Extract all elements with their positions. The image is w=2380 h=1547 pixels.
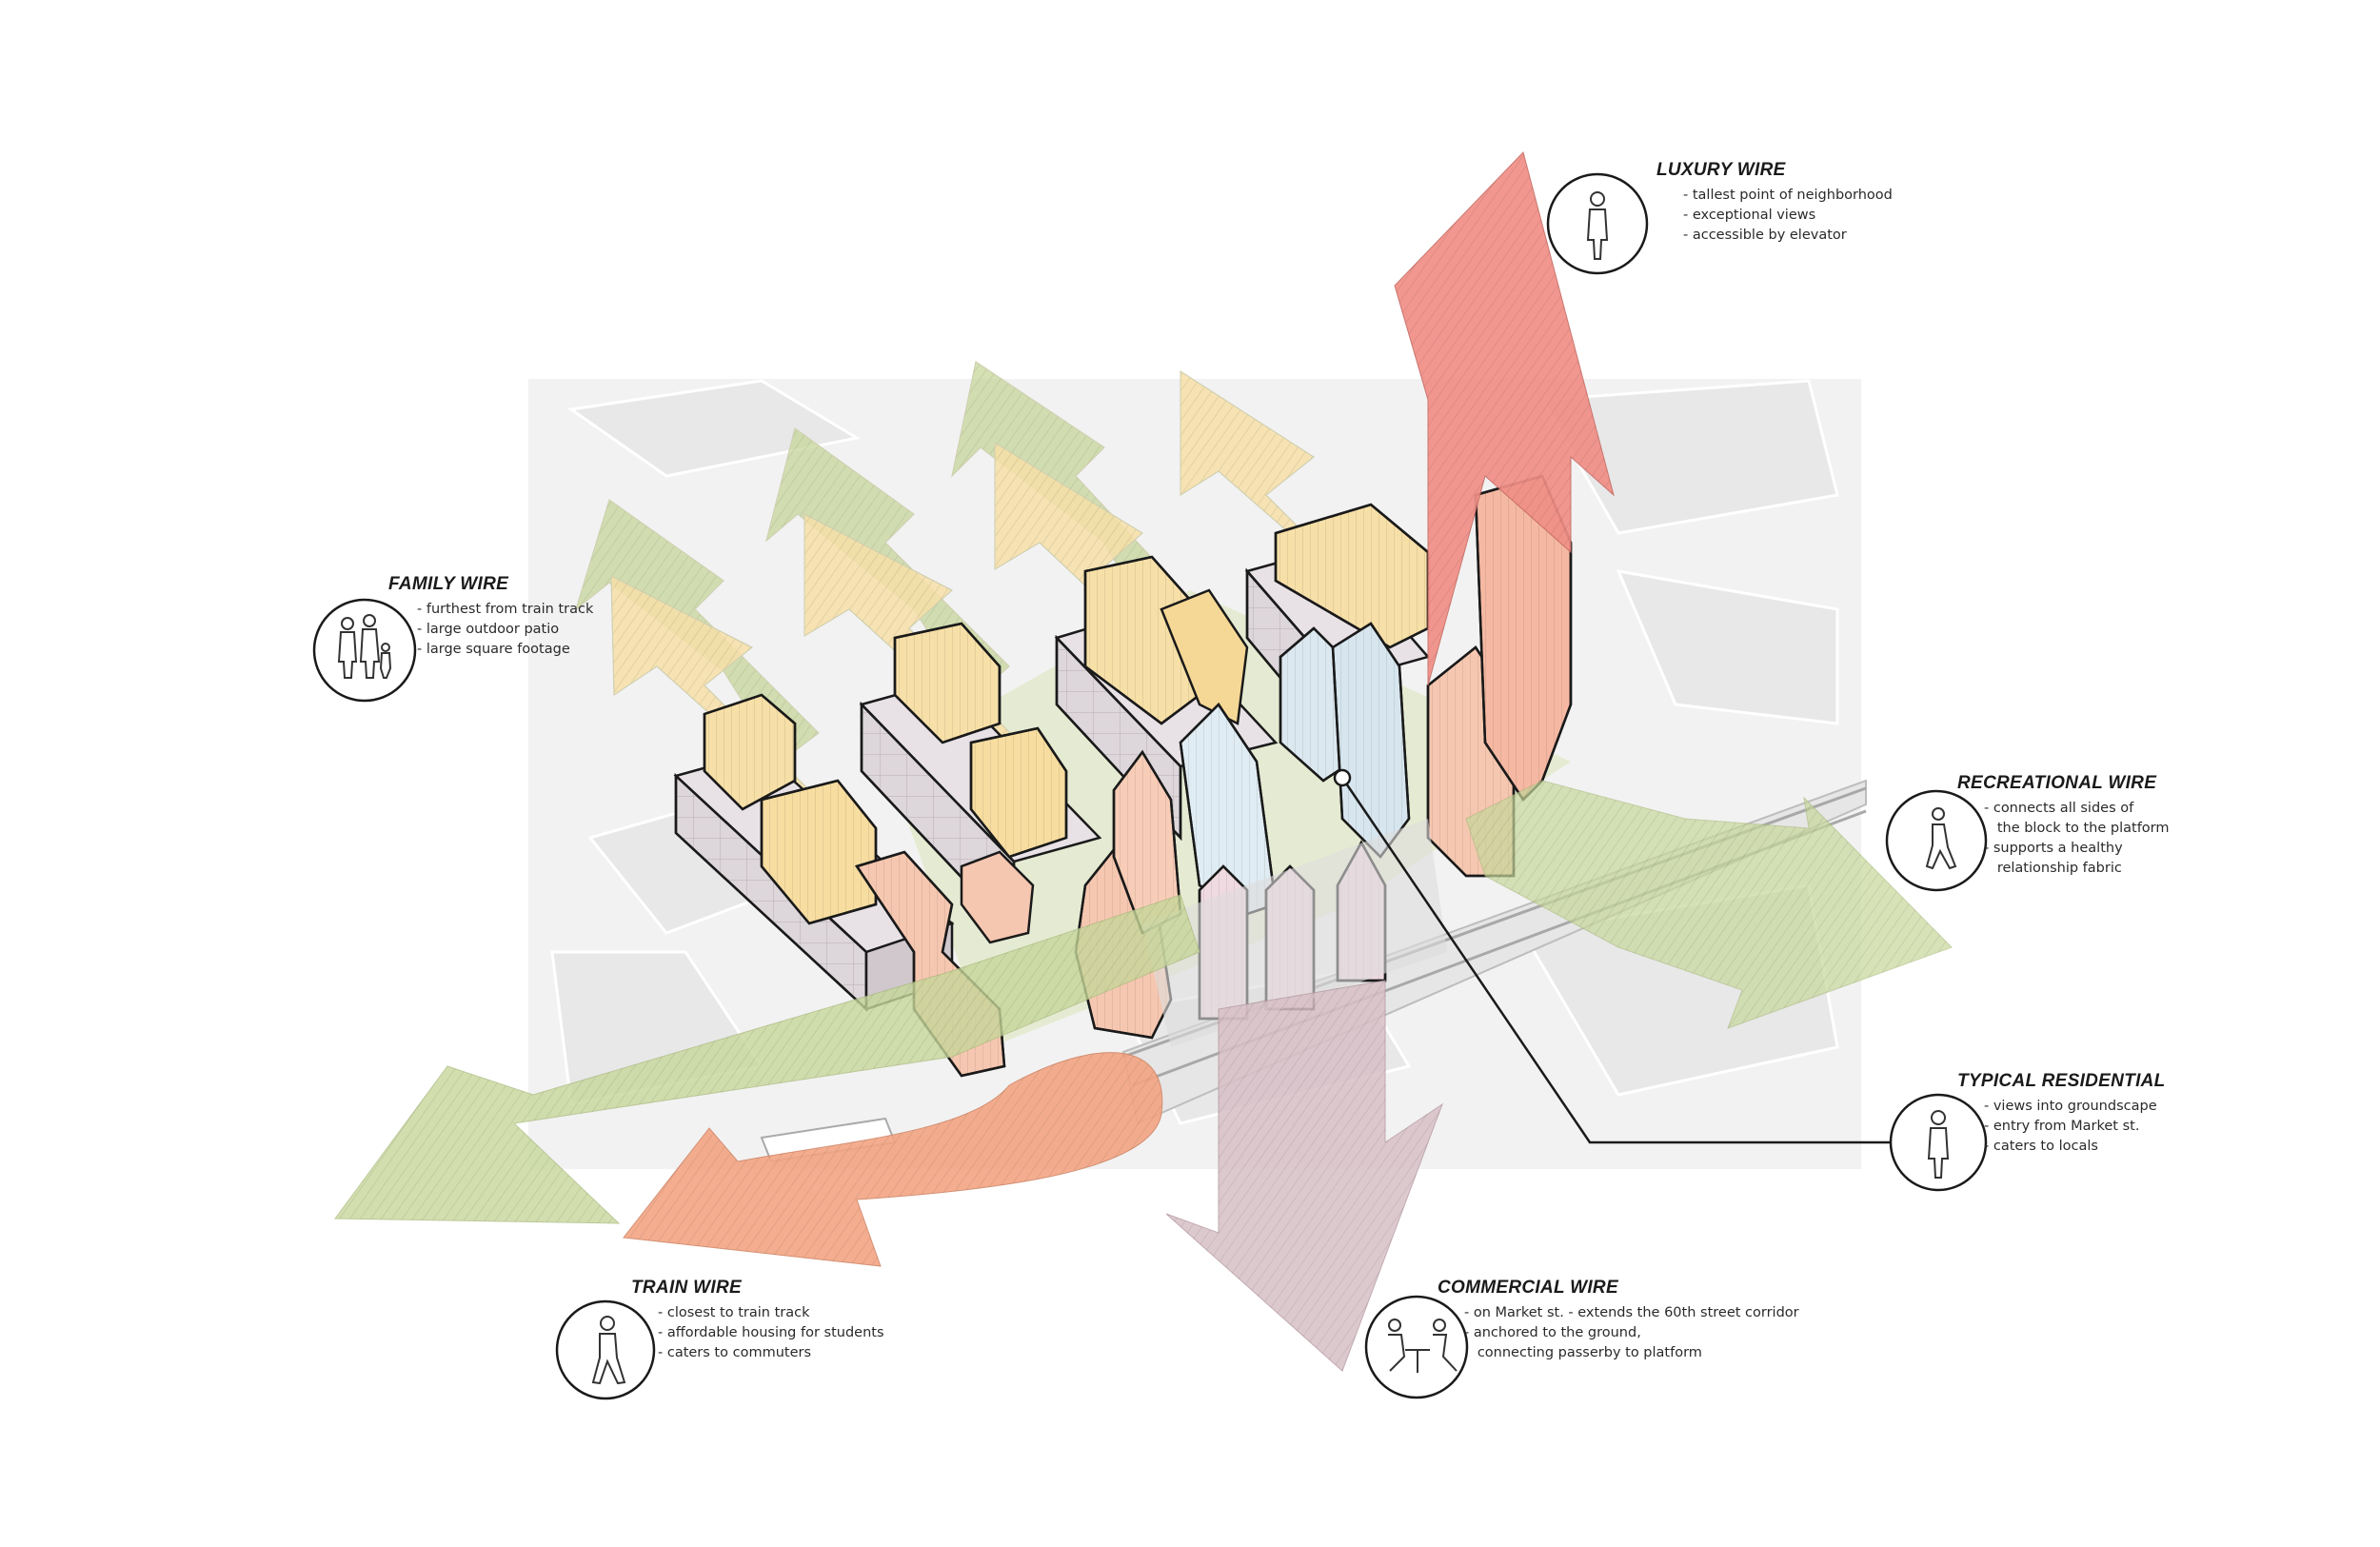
family-item-2: - large outdoor patio — [417, 622, 560, 637]
train-unit-2 — [960, 850, 1035, 944]
glass-towers — [1179, 622, 1411, 916]
typical-residential-title: TYPICAL RESIDENTIAL — [1957, 1071, 2166, 1091]
typical-item-1: - views into groundscape — [1984, 1099, 2157, 1114]
luxury-wire-annotation: LUXURY WIRE - tallest point of neighborh… — [1656, 160, 1893, 246]
luxury-item-2: - exceptional views — [1683, 208, 1816, 223]
train-item-2: - affordable housing for students — [658, 1325, 884, 1340]
family-wire-title: FAMILY WIRE — [388, 574, 509, 594]
family-item-3: - large square footage — [417, 642, 570, 657]
commercial-wire-annotation: COMMERCIAL WIRE - on Market st. - extend… — [1438, 1278, 1799, 1363]
glass-tower-1 — [1179, 703, 1278, 916]
cafe-table-icon — [1388, 1319, 1458, 1373]
central-stair — [1142, 819, 1447, 1047]
train-wire-annotation: TRAIN WIRE - closest to train track - af… — [631, 1278, 884, 1363]
luxury-wire-arrow — [1394, 151, 1615, 686]
recreational-item-4: relationship fabric — [1984, 861, 2122, 876]
standing-person-icon — [1927, 1110, 1950, 1179]
typical-icon-circle — [1889, 1093, 1988, 1192]
train-icon-circle — [555, 1299, 656, 1400]
standing-person-icon — [1586, 191, 1609, 260]
train-wire-title: TRAIN WIRE — [631, 1278, 742, 1298]
family-unit-2 — [893, 622, 1068, 859]
luxury-wire-title: LUXURY WIRE — [1656, 160, 1786, 180]
family-unit-1 — [703, 693, 878, 925]
commercial-wire-arrow — [1165, 980, 1444, 1372]
commercial-item-3: connecting passerby to platform — [1464, 1345, 1702, 1360]
luxury-item-3: - accessible by elevator — [1683, 228, 1847, 243]
runner-icon — [1925, 807, 1957, 870]
family-icon — [337, 614, 392, 679]
recreational-item-3: - supports a healthy — [1984, 841, 2123, 856]
typical-item-2: - entry from Market st. — [1984, 1119, 2140, 1134]
recreational-item-2: the block to the platform — [1984, 821, 2170, 836]
commercial-item-1: - on Market st. - extends the 60th stree… — [1464, 1305, 1799, 1320]
family-units — [703, 503, 1430, 925]
family-unit-3 — [1083, 555, 1249, 725]
family-icon-circle — [312, 598, 417, 703]
typical-item-3: - caters to locals — [1984, 1139, 2098, 1154]
luxury-item-1: - tallest point of neighborhood — [1683, 188, 1893, 203]
luxury-icon-circle — [1546, 172, 1649, 275]
train-item-3: - caters to commuters — [658, 1345, 812, 1360]
family-item-1: - furthest from train track — [417, 602, 594, 617]
recreational-wire-title: RECREATIONAL WIRE — [1957, 773, 2157, 793]
recreational-wire-arrow — [1465, 780, 1953, 1029]
commercial-item-2: - anchored to the ground, — [1464, 1325, 1641, 1340]
recreational-wire-annotation: RECREATIONAL WIRE - connects all sides o… — [1957, 773, 2170, 879]
recreational-icon-circle — [1885, 789, 1988, 892]
walking-person-icon — [591, 1316, 626, 1385]
typical-residential-leader — [1333, 768, 1894, 1144]
green-ground-arrow — [334, 894, 1200, 1224]
typical-residential-annotation: TYPICAL RESIDENTIAL - views into grounds… — [1957, 1071, 2166, 1157]
train-wire-arrow — [623, 1052, 1163, 1267]
family-wire-annotation: FAMILY WIRE - furthest from train track … — [388, 574, 594, 660]
commercial-icon-circle — [1364, 1295, 1469, 1399]
glass-tower-3 — [1331, 622, 1411, 859]
recreational-item-1: - connects all sides of — [1984, 801, 2134, 816]
commercial-wire-title: COMMERCIAL WIRE — [1438, 1278, 1618, 1298]
train-item-1: - closest to train track — [658, 1305, 810, 1320]
